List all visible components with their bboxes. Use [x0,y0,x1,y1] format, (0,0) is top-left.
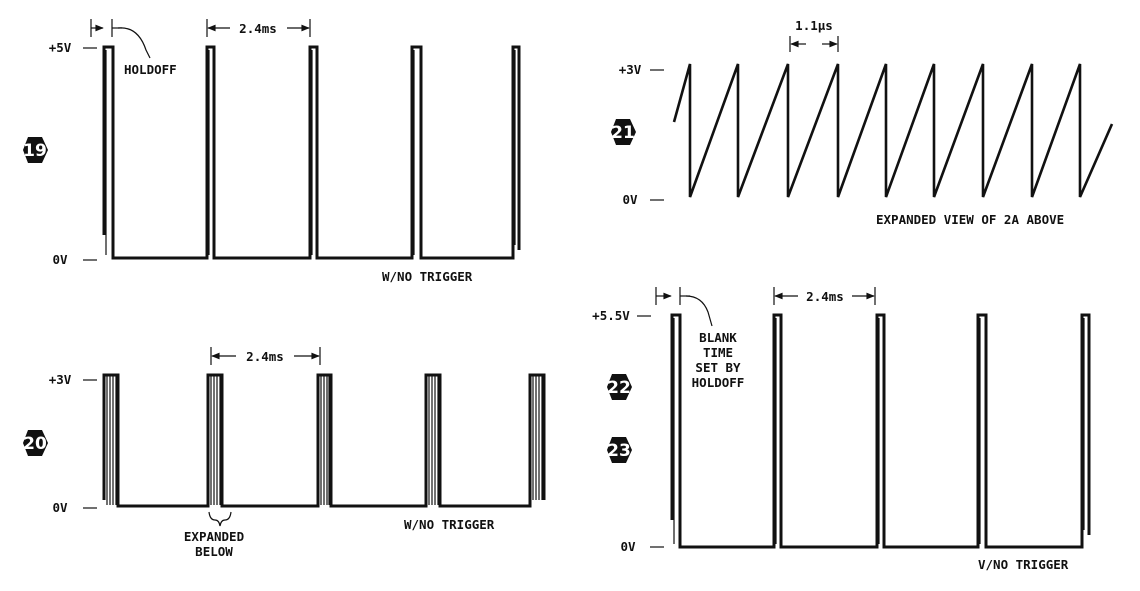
expanded-note: EXPANDED [184,529,244,544]
step-badge-19: 19 [23,137,48,163]
sawtooth-waveform [672,63,1114,198]
period-dimension: 1.1μs [789,18,839,52]
level-high-label: +5.5V [592,308,630,323]
badge-number: 20 [23,434,47,454]
caption: EXPANDED VIEW OF 2A ABOVE [876,212,1064,227]
badge-number: 22 [607,378,631,398]
badge-number: 21 [611,123,635,143]
period-dimension: 2.4ms [210,347,321,365]
blank-time-note: HOLDOFF [692,375,745,390]
step-badge-22: 22 [607,374,632,400]
level-high-label: +3V [619,62,642,77]
trigger-note: W/NO TRIGGER [404,517,495,532]
level-low-label: 0V [620,539,636,554]
edge-detail [673,318,1085,544]
period-dimension: 2.4ms [206,19,311,37]
badge-number: 23 [607,441,631,461]
level-low-label: 0V [52,252,68,267]
level-low-label: 0V [622,192,638,207]
period-label: 2.4ms [806,289,844,304]
badge-number: 19 [23,141,47,161]
blank-time-note: SET BY [695,360,741,375]
trigger-note: V/NO TRIGGER [978,557,1069,572]
panel-21: 21 +3V 0V 1.1μs EXPANDED VIEW OF 2A ABOV… [611,18,1114,227]
holdoff-dimension: HOLDOFF [90,19,177,77]
panel-19: 19 +5V 0V HOLDOFF 2.4ms W/NO TRIGGER [23,19,521,284]
period-label: 2.4ms [239,21,277,36]
expanded-bracket [208,511,232,527]
step-badge-21: 21 [611,119,636,145]
trigger-note: W/NO TRIGGER [382,269,473,284]
pulse-waveform [102,45,521,260]
level-high-label: +5V [49,40,72,55]
step-badge-20: 20 [23,430,48,456]
holdoff-leader [117,27,151,59]
burst-detail [106,376,543,505]
period-label: 2.4ms [246,349,284,364]
panel-22-23: 22 23 +5.5V 0V BLANK TIME SET BY HOLDOFF [592,287,1091,572]
burst-waveform [102,373,546,508]
period-dimension: 2.4ms [773,287,876,305]
blank-time-note: BLANK [699,330,737,345]
blank-time-dimension: BLANK TIME SET BY HOLDOFF [655,287,745,390]
level-low-label: 0V [52,500,68,515]
holdoff-label: HOLDOFF [124,62,177,77]
level-high-label: +3V [49,372,72,387]
step-badge-23: 23 [607,437,632,463]
period-label: 1.1μs [795,18,833,33]
blank-leader [685,295,713,327]
blank-time-note: TIME [703,345,733,360]
expanded-note: BELOW [195,544,233,559]
pulse-waveform [670,313,1091,549]
panel-20: 20 +3V 0V 2.4ms EXPANDED BELOW W/NO TRIG… [23,347,546,559]
edge-detail [105,50,516,255]
